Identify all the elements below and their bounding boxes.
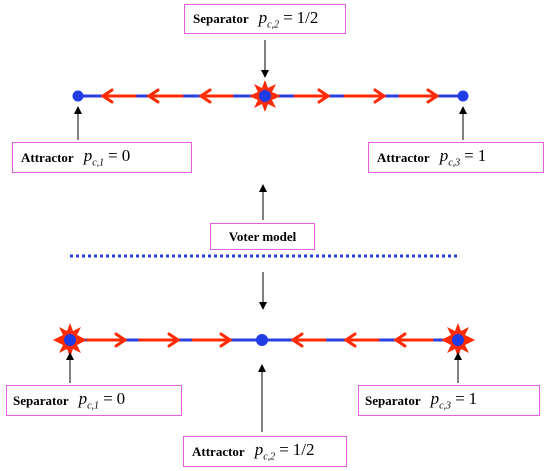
bottom-right-separator-formula: pc,3=1 bbox=[430, 389, 478, 412]
voter-model-label: Voter model bbox=[210, 223, 315, 250]
top-right-attractor-name: Attractor bbox=[377, 149, 430, 165]
top-arrow-right-3 bbox=[426, 88, 440, 104]
bottom-left-dot bbox=[64, 334, 76, 346]
top-arrows bbox=[100, 88, 440, 104]
bottom-arrow-right-1 bbox=[114, 332, 128, 348]
bottom-left-separator-name: Separator bbox=[13, 392, 69, 408]
top-left-dot bbox=[72, 90, 84, 102]
bottom-left-separator-label: Separator pc,1=0 bbox=[6, 385, 182, 416]
top-center-dot bbox=[259, 90, 271, 102]
top-arrow-right-1 bbox=[317, 88, 331, 104]
top-left-attractor-label: Attractor pc,1=0 bbox=[12, 142, 192, 173]
bottom-right-separator-label: Separator pc,3=1 bbox=[358, 385, 540, 416]
top-right-attractor-formula: pc,3=1 bbox=[439, 146, 487, 169]
voter-model-text: Voter model bbox=[228, 228, 297, 244]
bottom-center-dot bbox=[256, 334, 268, 346]
bottom-right-separator-name: Separator bbox=[365, 392, 421, 408]
top-right-dot bbox=[457, 90, 469, 102]
top-separator-label: Separator pc,2=1/2 bbox=[184, 4, 346, 34]
bottom-arrow-right-2 bbox=[167, 332, 181, 348]
bottom-attractor-formula: pc,2=1/2 bbox=[254, 440, 315, 463]
top-left-attractor-formula: pc,1=0 bbox=[83, 146, 131, 169]
bottom-attractor-label: Attractor pc,2=1/2 bbox=[183, 436, 347, 467]
bottom-right-dot bbox=[452, 334, 464, 346]
bottom-arrows bbox=[86, 332, 434, 348]
top-separator-name: Separator bbox=[193, 11, 249, 26]
bottom-arrow-right-3 bbox=[219, 332, 233, 348]
top-right-attractor-label: Attractor pc,3=1 bbox=[368, 142, 544, 173]
bottom-attractor-name: Attractor bbox=[192, 443, 245, 459]
top-separator-formula: pc,2=1/2 bbox=[258, 7, 319, 31]
top-arrow-right-2 bbox=[373, 88, 387, 104]
top-left-attractor-name: Attractor bbox=[21, 149, 74, 165]
bottom-left-separator-formula: pc,1=0 bbox=[78, 389, 126, 412]
